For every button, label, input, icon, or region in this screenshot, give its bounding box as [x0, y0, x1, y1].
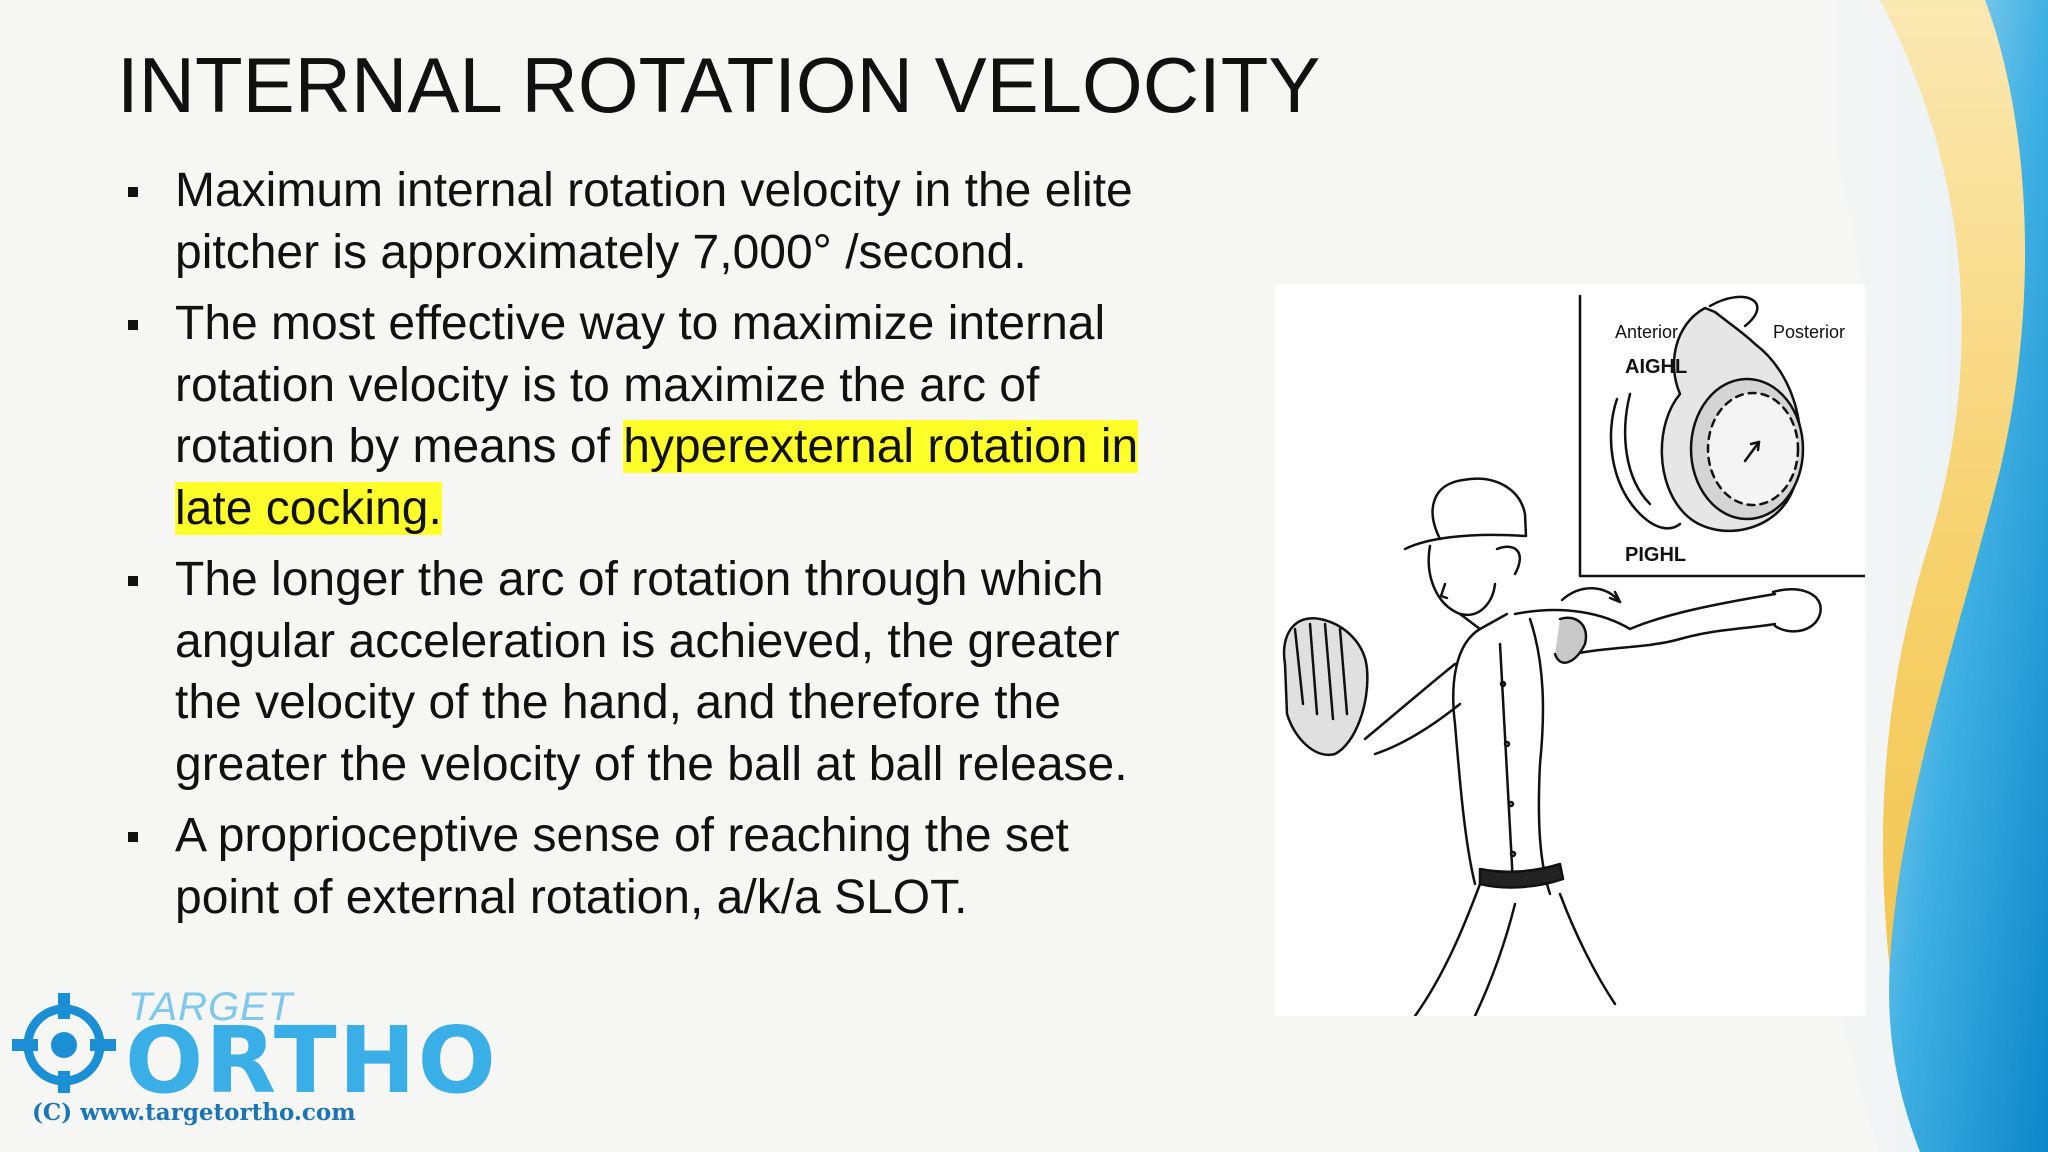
- bullet-text: Maximum internal rotation velocity in th…: [175, 164, 1133, 279]
- bullet-item: The longer the arc of rotation through w…: [118, 549, 1178, 795]
- logo-word-ortho: ORTHO: [125, 1007, 498, 1114]
- label-aighl: AIGHL: [1625, 356, 1688, 378]
- bullet-marker: [128, 832, 138, 842]
- bullet-marker: [128, 187, 138, 197]
- logo-word-target: TARGET: [128, 985, 294, 1029]
- bullet-item: Maximum internal rotation velocity in th…: [118, 160, 1178, 283]
- logo-url: (C) www.targetortho.com: [32, 1099, 356, 1126]
- crosshair-icon: [12, 993, 116, 1093]
- pitcher-illustration: Anterior Posterior AIGHL PIGHL: [1275, 284, 1865, 1016]
- target-ortho-logo: TARGET ORTHO (C) www.targetortho.com: [12, 985, 496, 1135]
- bullet-text: The longer the arc of rotation through w…: [175, 553, 1128, 791]
- label-pighl: PIGHL: [1625, 544, 1687, 566]
- bullet-list: Maximum internal rotation velocity in th…: [118, 160, 1178, 938]
- label-anterior: Anterior: [1615, 322, 1679, 342]
- bullet-item: The most effective way to maximize inter…: [118, 293, 1178, 539]
- pitcher-drawing: [1282, 294, 1865, 1016]
- bullet-text: The most effective way to maximize inter…: [175, 297, 1106, 473]
- bullet-marker: [128, 576, 138, 586]
- label-posterior: Posterior: [1773, 322, 1846, 342]
- bullet-text: A proprioceptive sense of reaching the s…: [175, 809, 1069, 924]
- bullet-marker: [128, 320, 138, 330]
- bullet-item: A proprioceptive sense of reaching the s…: [118, 805, 1178, 928]
- slide-title: INTERNAL ROTATION VELOCITY: [117, 41, 1321, 129]
